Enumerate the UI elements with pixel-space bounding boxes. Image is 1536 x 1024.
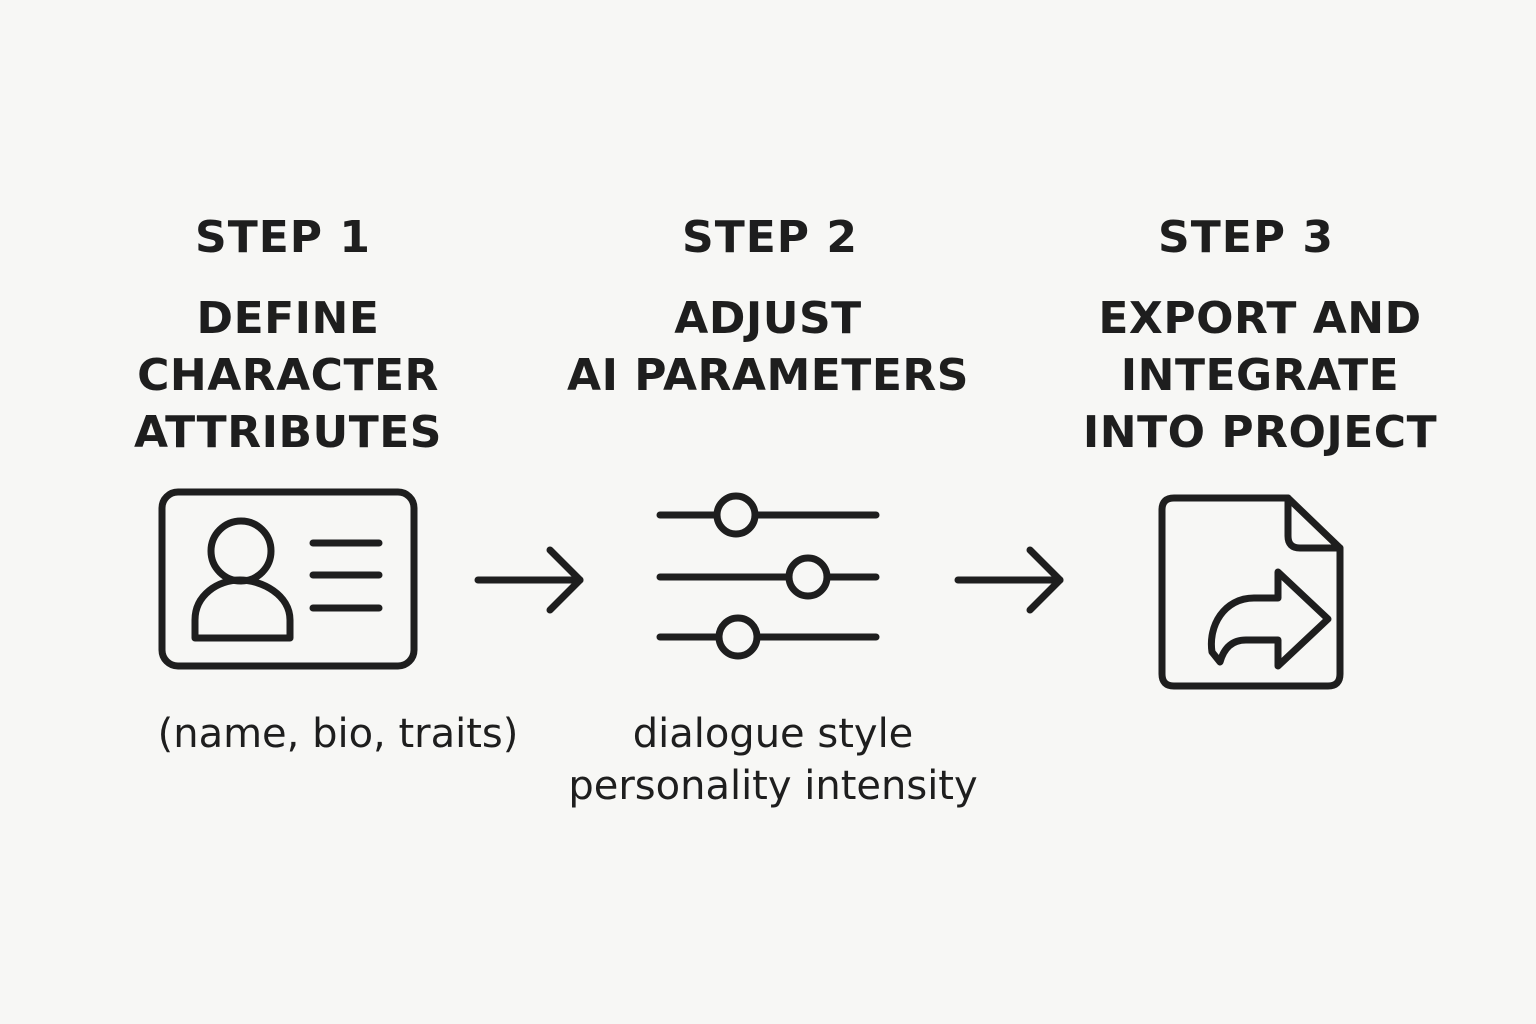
step-1-title: DEFINE CHARACTER ATTRIBUTES — [58, 290, 518, 461]
step-3-label: STEP 3 — [1158, 212, 1334, 263]
file-export-icon — [1158, 494, 1344, 690]
step-1-note-line: (name, bio, traits) — [157, 711, 519, 757]
step-1-title-line: CHARACTER — [137, 350, 439, 401]
step-1-label: STEP 1 — [195, 212, 371, 263]
step-1-title-line: ATTRIBUTES — [134, 407, 442, 458]
arrow-right-icon — [474, 546, 584, 614]
sliders-icon — [656, 492, 880, 660]
arrow-right-icon — [954, 546, 1064, 614]
step-2-note: dialogue style personality intensity — [513, 708, 1033, 812]
id-card-icon — [158, 488, 418, 670]
step-2-note-line: personality intensity — [568, 763, 978, 809]
step-3-title-line: EXPORT AND — [1098, 293, 1422, 344]
step-3-title: EXPORT AND INTEGRATE INTO PROJECT — [1030, 290, 1490, 461]
step-2-note-line: dialogue style — [632, 711, 914, 757]
step-2-label: STEP 2 — [682, 212, 858, 263]
step-1-note: (name, bio, traits) — [78, 708, 598, 760]
step-2-title: ADJUST AI PARAMETERS — [538, 290, 998, 404]
step-3-title-line: INTEGRATE — [1120, 350, 1400, 401]
step-2-title-line: ADJUST — [674, 293, 862, 344]
step-2-title-line: AI PARAMETERS — [567, 350, 969, 401]
step-1-title-line: DEFINE — [196, 293, 380, 344]
step-3-title-line: INTO PROJECT — [1082, 407, 1438, 458]
